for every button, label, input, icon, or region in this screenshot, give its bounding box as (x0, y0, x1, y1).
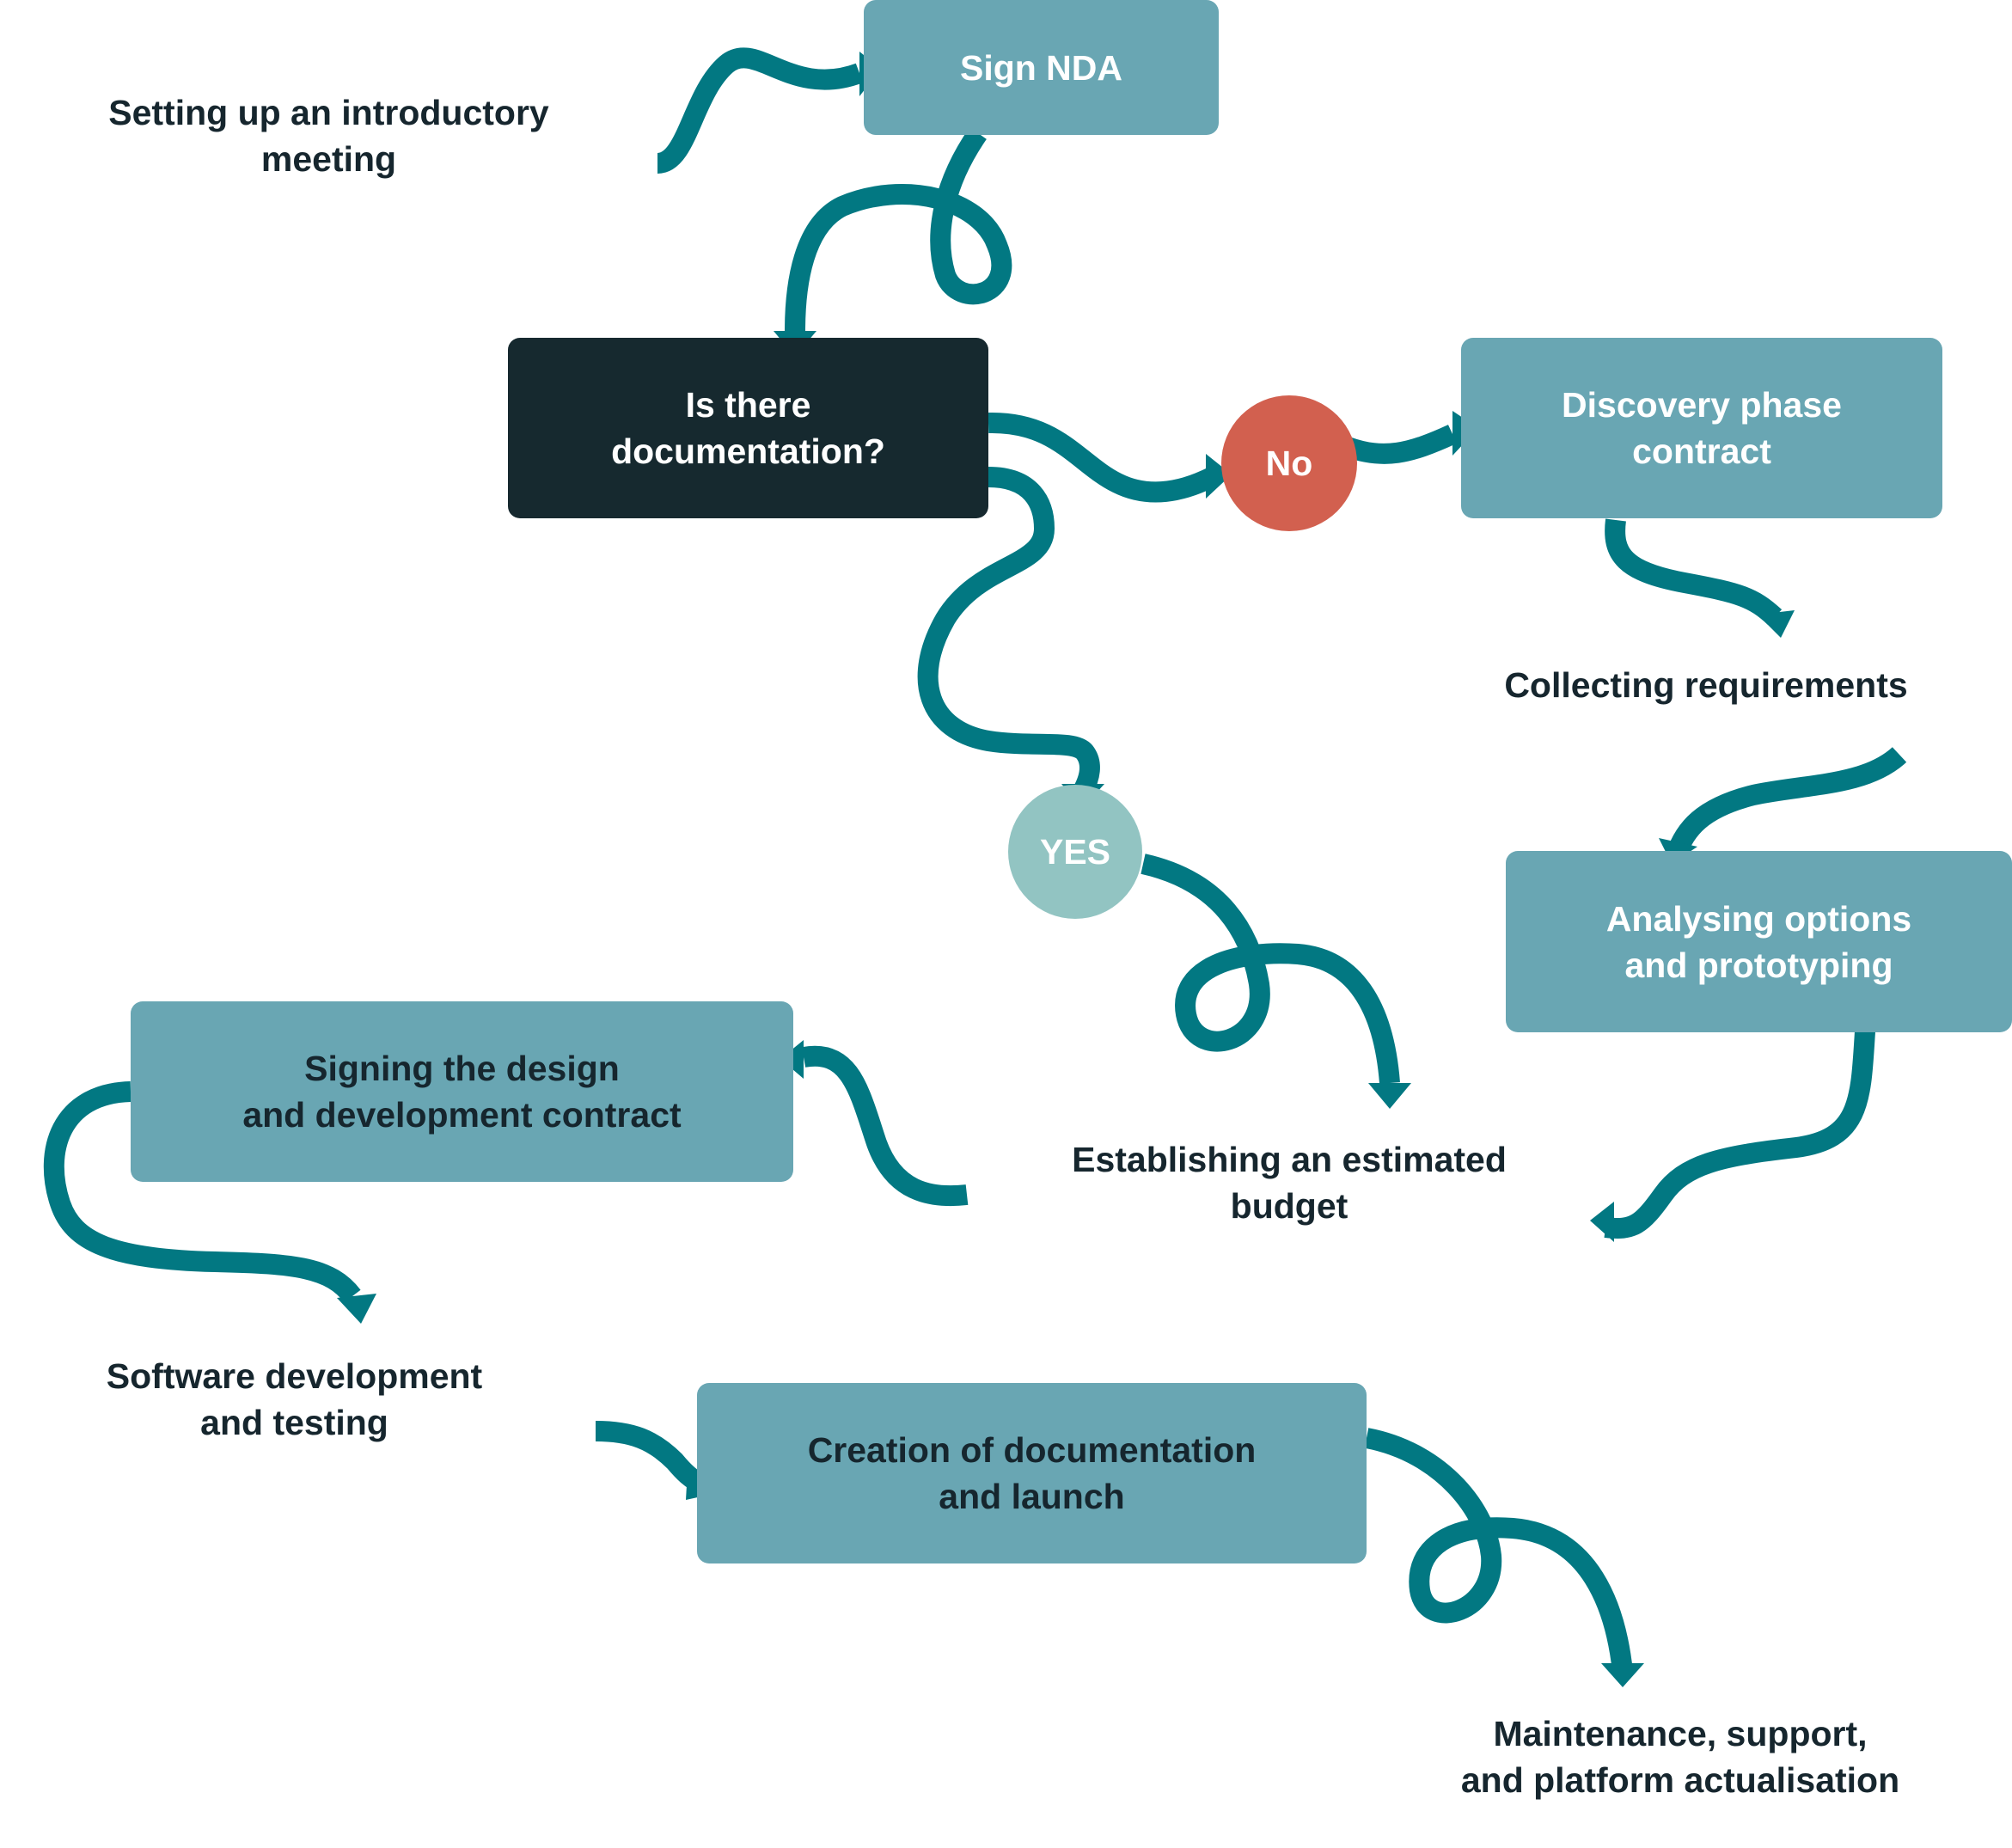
arrowhead-maintenance (1601, 1663, 1644, 1687)
arrow-budget-to-design (801, 1045, 969, 1207)
arrow-design-to-software (43, 1081, 361, 1303)
arrow-analysing-to-budget (1604, 1031, 1875, 1239)
step-design-contract: Signing the design and development contr… (131, 1001, 793, 1182)
step-software-development: Software development and testing (106, 1356, 483, 1442)
arrow-no-to-discovery (1343, 425, 1458, 464)
arrow-launch-to-maintenance (1364, 1428, 1633, 1674)
arrow-nda-to-question (785, 127, 1012, 332)
arrow-question-to-yes (917, 467, 1100, 796)
arrow-collecting-to-analysing (1666, 746, 1907, 860)
step-sign-nda: Sign NDA (864, 0, 1219, 135)
arrow-yes-to-budget (1141, 854, 1400, 1084)
branch-no: No (1221, 395, 1357, 531)
arrowhead-no (1206, 454, 1232, 499)
step-analysing-options: Analysing options and prototyping (1506, 851, 2012, 1032)
arrowhead-budget (1368, 1083, 1411, 1109)
arrowhead-collecting (1758, 610, 1795, 638)
decision-documentation: Is there documentation? (508, 338, 988, 518)
step-discovery-contract: Discovery phase contract (1461, 338, 1942, 518)
arrow-question-to-no (988, 412, 1217, 503)
arrowhead-analysing-budget (1590, 1202, 1614, 1242)
step-collecting-requirements: Collecting requirements (1504, 665, 1908, 705)
step-maintenance: Maintenance, support, and platform actua… (1460, 1714, 1900, 1800)
arrowhead-software (337, 1294, 376, 1324)
arrow-discovery-to-collecting (1605, 518, 1783, 625)
arrow-intro-to-nda (655, 47, 864, 174)
arrow-software-to-launch (595, 1421, 705, 1493)
step-intro-meeting: Setting up an introductory meeting (108, 93, 549, 179)
step-documentation-launch: Creation of documentation and launch (697, 1383, 1367, 1563)
branch-yes: YES (1008, 785, 1142, 919)
step-estimated-budget: Establishing an estimated budget (1072, 1140, 1507, 1226)
